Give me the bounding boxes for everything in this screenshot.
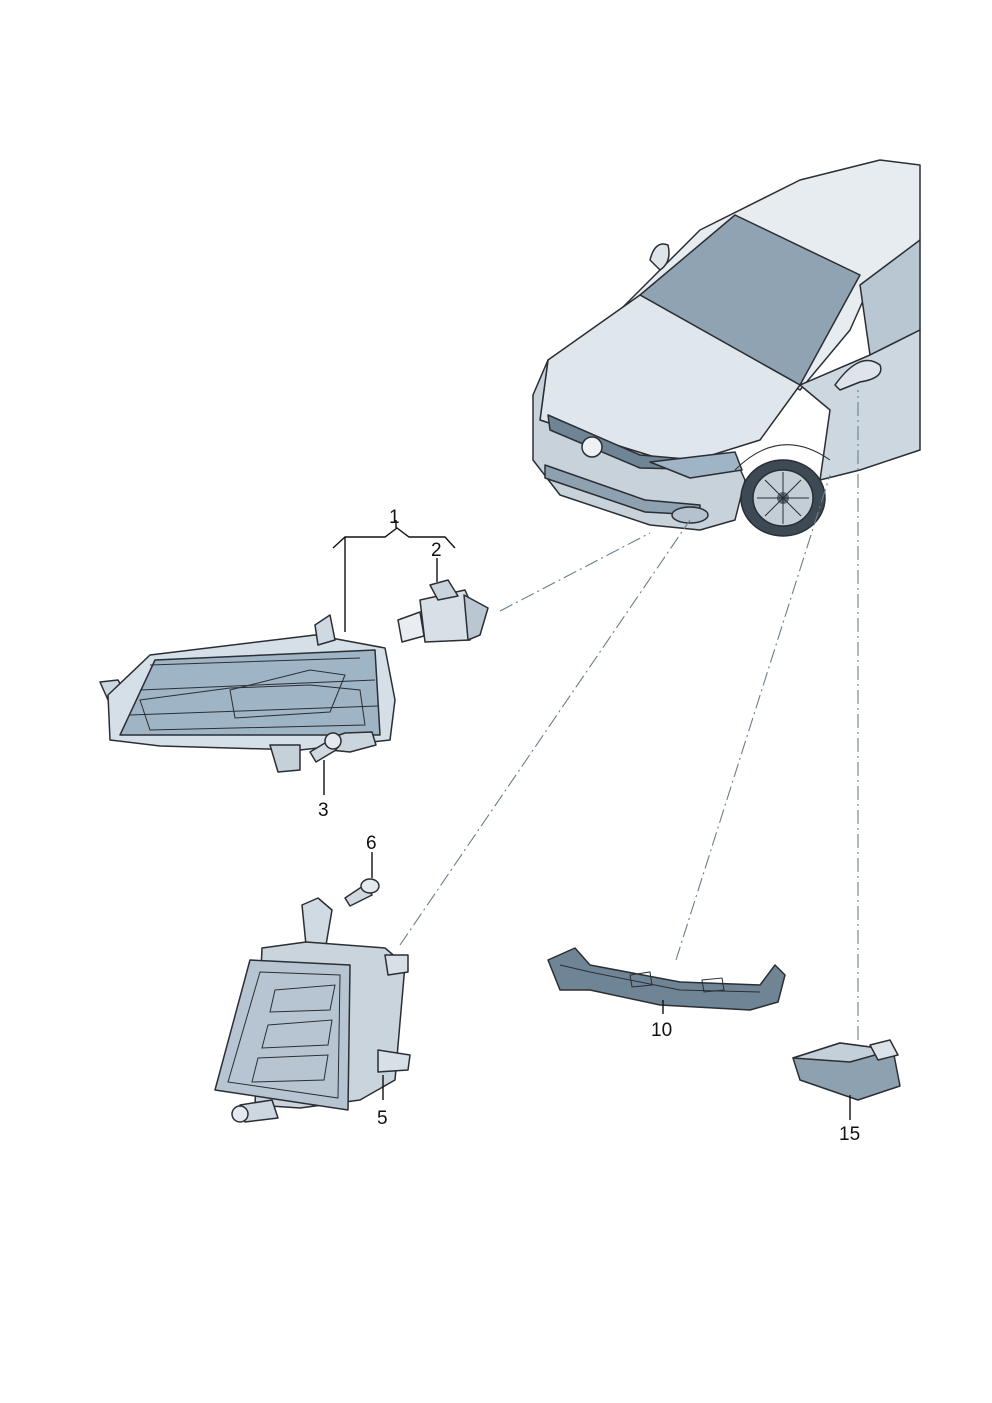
callout-2: 2 (431, 540, 442, 561)
daytime-running-light (214, 897, 411, 1123)
callout-10: 10 (651, 1020, 672, 1041)
callout-15: 15 (839, 1124, 860, 1145)
callout-1: 1 (389, 507, 400, 528)
leader-lines (323, 520, 851, 1120)
control-unit (792, 1039, 901, 1101)
bulb (397, 579, 489, 643)
screw-3 (309, 732, 342, 763)
trim-strip (547, 947, 786, 1011)
callout-6: 6 (366, 833, 377, 854)
vehicle-front-illustration (532, 159, 921, 537)
callout-labels: 1 2 3 6 5 10 15 (318, 507, 860, 1145)
relation-lines (399, 390, 859, 1040)
callout-3: 3 (318, 800, 329, 821)
callout-5: 5 (377, 1108, 388, 1129)
screw-6 (344, 878, 380, 907)
fog-lamp-assembly (99, 614, 396, 773)
